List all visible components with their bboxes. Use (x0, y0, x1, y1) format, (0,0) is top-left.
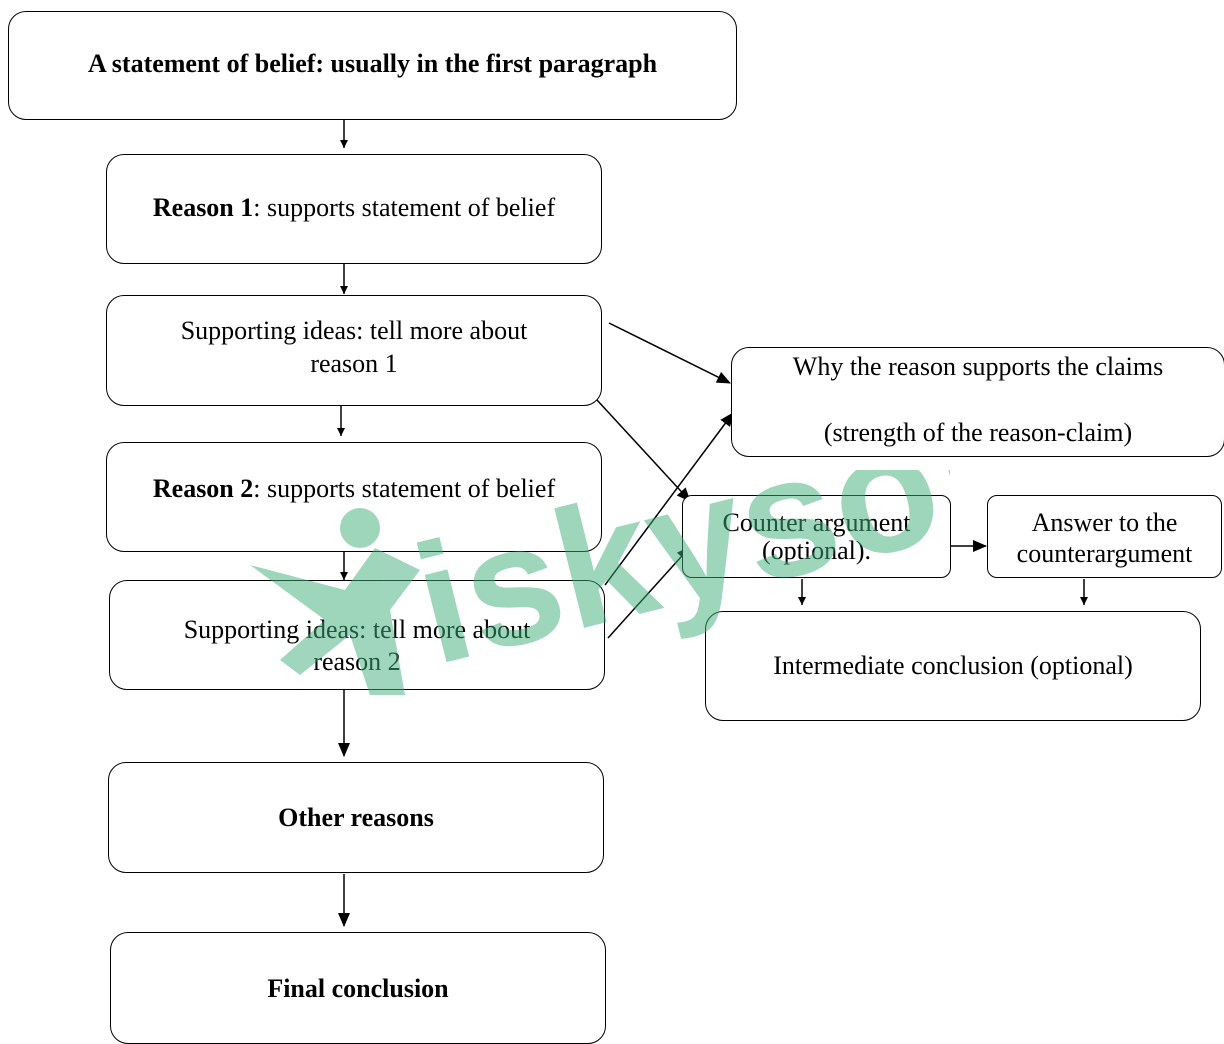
counter-argument-box: Counter argument (optional). (682, 495, 951, 578)
other-reasons-box: Other reasons (108, 762, 604, 873)
intermediate-conclusion-box: Intermediate conclusion (optional) (705, 611, 1201, 721)
reason1-label: Reason 1 (152, 193, 254, 222)
reason2-label: Reason 2 (152, 474, 254, 503)
answer-box: Answer to the counterargument (987, 495, 1222, 578)
why-line1: Why the reason supports the claims (792, 352, 1164, 381)
supporting2-line2: reason 2 (313, 647, 401, 676)
reason2-description: : supports statement of belief (253, 474, 556, 503)
supporting1-line1: Supporting ideas: tell more about (180, 316, 528, 345)
supporting2-line1: Supporting ideas: tell more about (183, 615, 531, 644)
supporting1-line2: reason 1 (310, 349, 398, 378)
statement-text: A statement of belief: usually in the fi… (87, 49, 658, 78)
final-conclusion-box: Final conclusion (110, 932, 606, 1044)
arrow-supporting2-to-counter (607, 546, 691, 639)
reason2-text: Reason 2: supports statement of belief (107, 474, 601, 504)
arrow-supporting1-to-counter (596, 399, 691, 502)
reason2-box: Reason 2: supports statement of belief (106, 442, 602, 552)
arrow-supporting1-to-why (608, 322, 731, 384)
statement-box: A statement of belief: usually in the fi… (8, 11, 737, 120)
answer-line2: counterargument (1016, 539, 1193, 568)
counter-line2: (optional). (761, 536, 872, 565)
counter-line1: Counter argument (722, 508, 911, 537)
supporting1-box: Supporting ideas: tell more about reason… (106, 295, 602, 406)
reason1-text: Reason 1: supports statement of belief (107, 193, 601, 223)
intermediate-text: Intermediate conclusion (optional) (773, 651, 1133, 680)
supporting2-box: Supporting ideas: tell more about reason… (109, 580, 605, 690)
final-conclusion-text: Final conclusion (267, 974, 449, 1003)
reason1-description: : supports statement of belief (253, 193, 556, 222)
why-box: Why the reason supports the claims (stre… (731, 347, 1224, 457)
answer-line1: Answer to the (1031, 508, 1178, 537)
other-reasons-text: Other reasons (278, 803, 434, 832)
why-line2: (strength of the reason-claim) (823, 418, 1133, 447)
arrow-supporting2-to-why (604, 412, 734, 586)
reason1-box: Reason 1: supports statement of belief (106, 154, 602, 264)
